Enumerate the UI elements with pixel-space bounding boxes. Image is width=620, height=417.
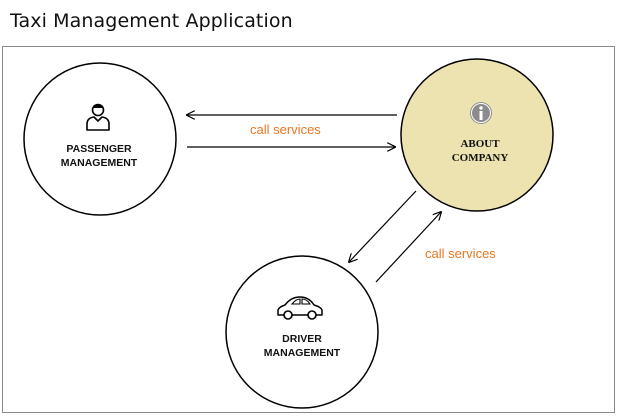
about-to-driver-arrow xyxy=(349,190,417,262)
passenger-label-line1: PASSENGER xyxy=(66,143,132,155)
info-icon xyxy=(470,102,492,124)
about-company-circle xyxy=(400,58,554,212)
user-icon xyxy=(86,103,110,131)
passenger-node[interactable]: PASSENGER MANAGEMENT xyxy=(23,62,177,216)
driver-circle xyxy=(225,255,379,409)
diagram-title: Taxi Management Application xyxy=(10,10,293,32)
right-edge-label: call services xyxy=(425,246,496,261)
diagram-frame xyxy=(2,46,615,413)
about-company-label-line1: ABOUT xyxy=(460,138,500,150)
driver-to-about-arrow xyxy=(375,212,441,283)
driver-label-line1: DRIVER xyxy=(282,333,322,345)
driver-label-line2: MANAGEMENT xyxy=(264,347,341,359)
car-icon xyxy=(277,296,323,320)
about-company-node[interactable]: ABOUT COMPANY xyxy=(400,58,554,212)
top-edge-label: call services xyxy=(250,122,321,137)
passenger-label-line2: MANAGEMENT xyxy=(61,157,138,169)
passenger-circle xyxy=(23,62,177,216)
driver-node[interactable]: DRIVER MANAGEMENT xyxy=(225,255,379,409)
about-company-label-line2: COMPANY xyxy=(452,152,509,164)
